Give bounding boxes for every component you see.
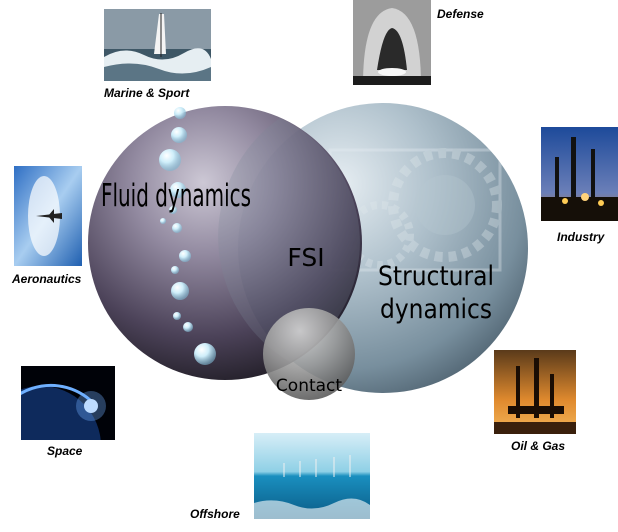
marine-sport-photo — [104, 9, 211, 81]
structural-label-line1: Structural — [378, 261, 494, 292]
structural-label-line2: dynamics — [380, 294, 492, 325]
contact-circle — [263, 308, 355, 400]
defense-caption: Defense — [437, 7, 484, 21]
bubble-trail — [159, 107, 216, 365]
fsi-label: FSI — [287, 243, 324, 272]
contact-label: Contact — [276, 376, 342, 396]
marine-sport-caption: Marine & Sport — [104, 86, 190, 100]
offshore-caption: Offshore — [190, 507, 240, 521]
aeronautics-caption: Aeronautics — [12, 272, 82, 286]
offshore-photo — [254, 433, 370, 519]
industry-photo — [541, 127, 618, 221]
oil-gas-photo — [494, 350, 576, 434]
oil-gas-caption: Oil & Gas — [511, 439, 566, 453]
gear-texture — [328, 148, 502, 272]
fluid-dynamics-label: Fluid dynamics — [101, 178, 251, 214]
space-photo — [21, 366, 115, 440]
defense-photo — [353, 0, 431, 85]
aeronautics-photo — [14, 166, 82, 266]
fsi-overlap-region — [218, 118, 360, 362]
industry-caption: Industry — [557, 230, 605, 244]
space-caption: Space — [47, 444, 83, 458]
